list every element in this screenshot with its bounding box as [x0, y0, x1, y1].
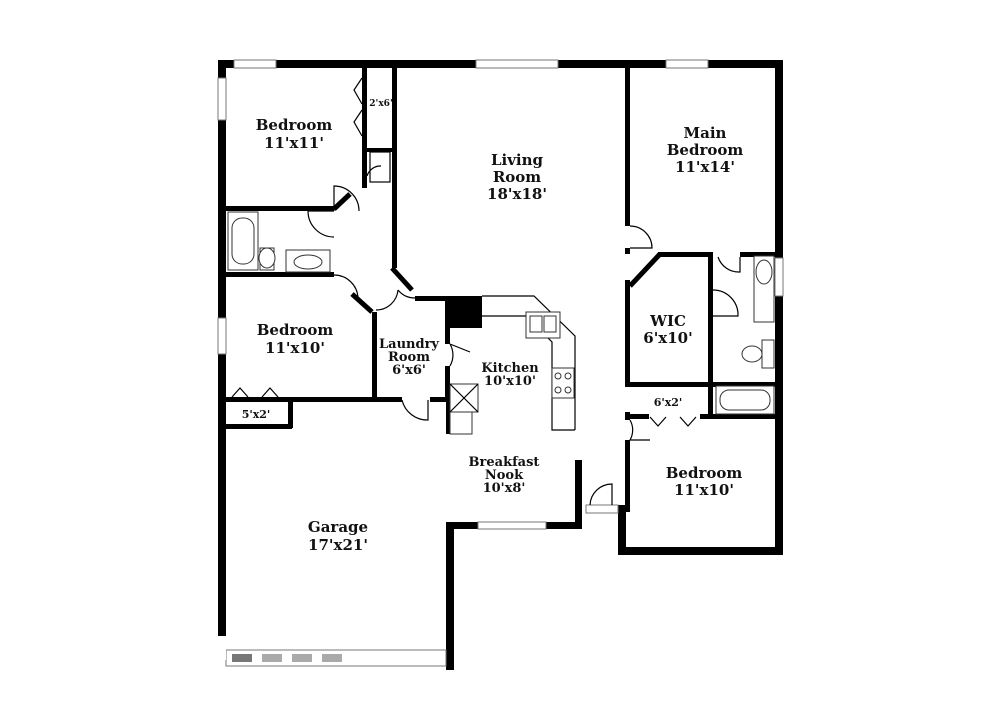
- main-bedroom-name-1: Main: [684, 124, 727, 142]
- breakfast-nook-name-1: Breakfast: [469, 455, 540, 470]
- breakfast-nook-name-2: Nook: [485, 468, 524, 483]
- bath-fixtures-west: [227, 211, 331, 273]
- closet-e-size: 6'x2': [654, 396, 683, 409]
- bedroom-nw-size: 11'x11': [264, 134, 324, 152]
- bedroom-nw-name: Bedroom: [256, 116, 333, 134]
- bedroom-se-size: 11'x10': [674, 481, 734, 499]
- closet-w-size: 5'x2': [242, 408, 271, 421]
- kitchen-counters: [449, 295, 576, 435]
- bath-fixtures-east: [715, 255, 775, 415]
- door-swings: [307, 165, 741, 506]
- garage-door: [218, 636, 447, 667]
- living-room-size: 18'x18': [487, 185, 547, 203]
- kitchen-name: Kitchen: [481, 361, 539, 376]
- main-bedroom-name-2: Bedroom: [667, 141, 744, 159]
- wic-size: 6'x10': [643, 329, 692, 347]
- bedroom-w-size: 11'x10': [265, 339, 325, 357]
- living-room-name-2: Room: [493, 168, 541, 186]
- main-bedroom-size: 11'x14': [675, 158, 735, 176]
- breakfast-nook-size: 10'x8': [483, 481, 526, 496]
- bedroom-se-name: Bedroom: [666, 464, 743, 482]
- living-room-name-1: Living: [491, 151, 544, 169]
- interior-walls: [226, 68, 775, 512]
- bifold-doors: [231, 77, 697, 427]
- kitchen-size: 10'x10': [484, 374, 536, 389]
- closet-nw-size: 2'x6': [369, 99, 392, 109]
- laundry-room-size: 6'x6': [392, 363, 426, 378]
- laundry-room-name-1: Laundry: [379, 337, 439, 352]
- windows: [217, 59, 784, 530]
- bedroom-w-name: Bedroom: [257, 321, 334, 339]
- laundry-room-name-2: Room: [388, 350, 430, 365]
- garage-name: Garage: [308, 518, 368, 536]
- garage-size: 17'x21': [308, 536, 368, 554]
- wic-name: WIC: [649, 312, 686, 330]
